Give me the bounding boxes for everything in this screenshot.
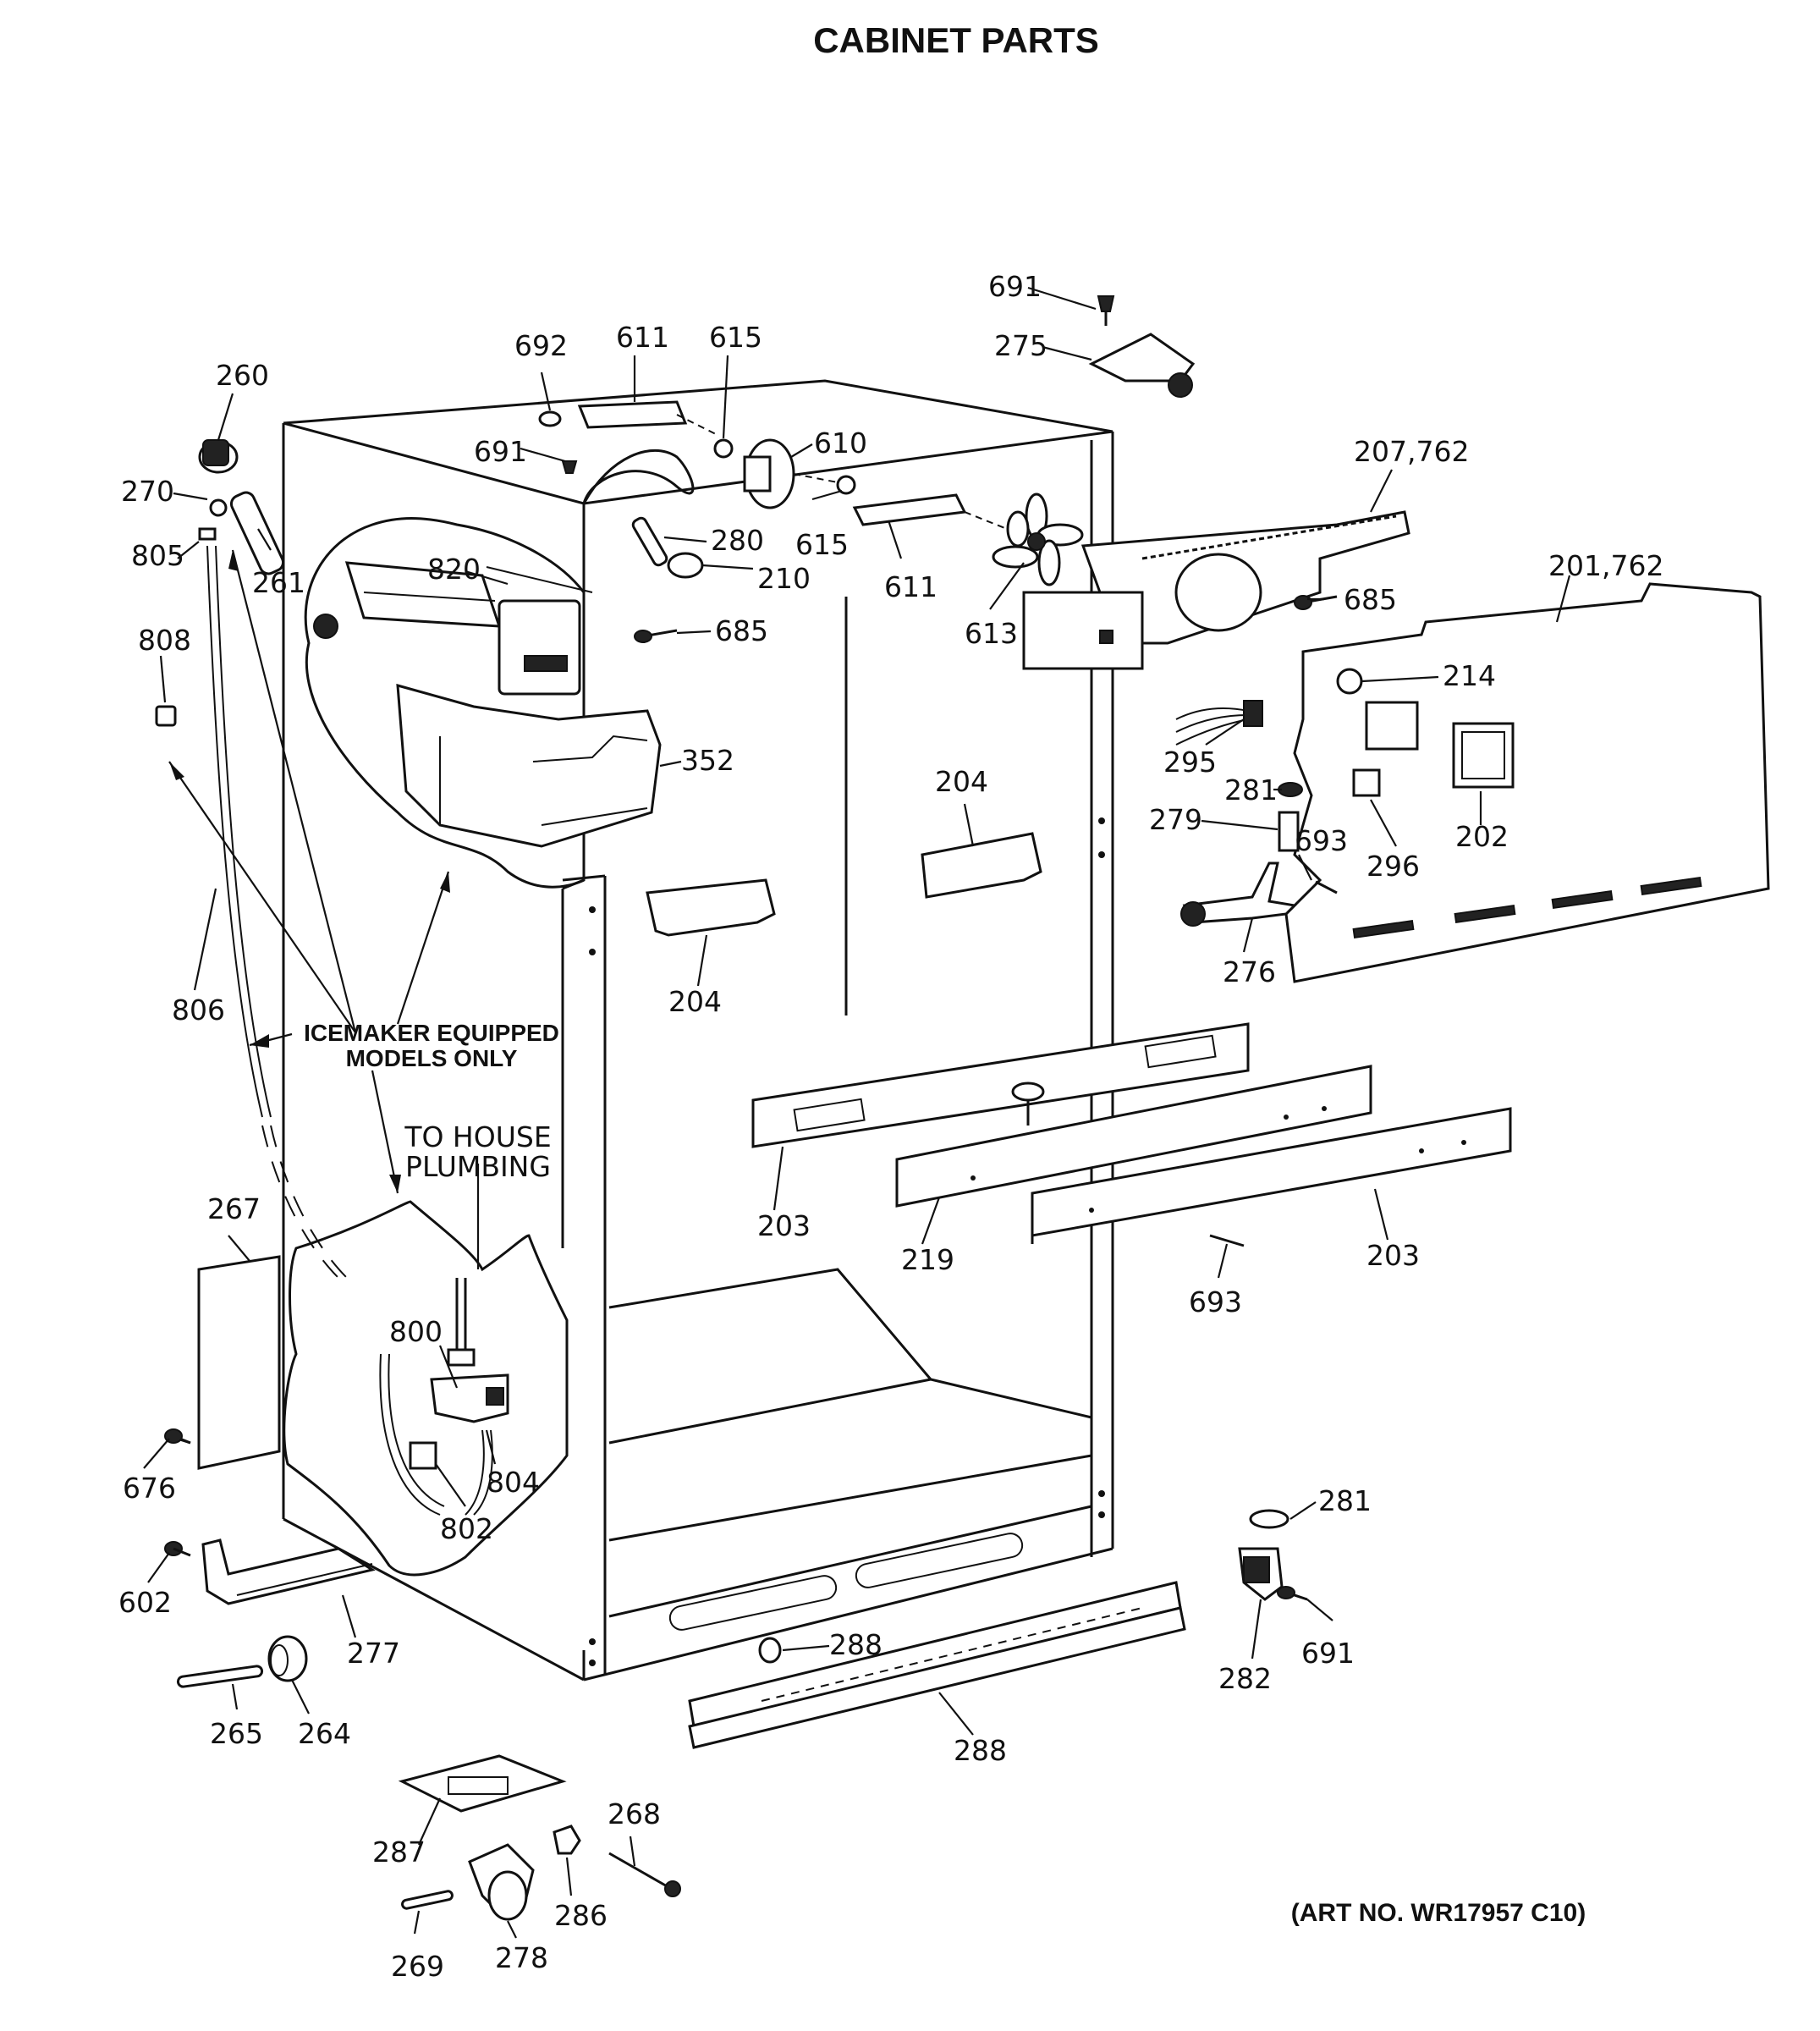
part-label-287: 287 <box>372 1836 426 1869</box>
part-label-204: 204 <box>668 985 722 1018</box>
icemaker-820 <box>313 561 593 696</box>
art-number: (ART NO. WR17957 C10) <box>1291 1899 1586 1927</box>
part-label-281: 281 <box>1224 773 1278 806</box>
wire-harness-295 <box>1175 700 1338 927</box>
part-label-800: 800 <box>389 1315 443 1348</box>
part-labels: 691 275 692 611 615 260 610 691 207,762 … <box>118 270 1663 1983</box>
bracket-204-right <box>921 832 1042 899</box>
part-label-804: 804 <box>487 1466 540 1499</box>
part-label-615: 615 <box>709 321 762 354</box>
part-label-270: 270 <box>121 475 174 508</box>
part-label-693: 693 <box>1189 1285 1242 1318</box>
bracket-204-left <box>646 878 776 937</box>
part-label-615: 615 <box>795 528 849 561</box>
panel-267 <box>197 1255 281 1470</box>
part-label-203: 203 <box>1366 1239 1420 1272</box>
icemaker-callout-line1: ICEMAKER EQUIPPED <box>304 1020 559 1046</box>
plumbing-label-line1: TO HOUSE <box>404 1120 551 1153</box>
part-label-691: 691 <box>474 435 527 468</box>
fan-housing-207 <box>1022 510 1410 670</box>
water-line-806 <box>206 545 348 1279</box>
ice-bucket-352 <box>396 683 662 848</box>
part-label-201-762: 201,762 <box>1548 549 1663 582</box>
part-label-282: 282 <box>1218 1662 1272 1695</box>
part-label-267: 267 <box>207 1192 261 1225</box>
plumbing-label-line2: PLUMBING <box>405 1150 551 1183</box>
part-label-207-762: 207,762 <box>1354 435 1469 468</box>
icemaker-callout-line2: MODELS ONLY <box>346 1045 518 1071</box>
trim-203-lower <box>1031 1107 1512 1244</box>
trim-219 <box>895 1065 1372 1208</box>
part-label-277: 277 <box>347 1637 400 1670</box>
part-label-269: 269 <box>391 1950 444 1983</box>
part-label-352: 352 <box>681 744 734 777</box>
callout-arrowheads <box>169 550 450 1193</box>
diagram-title: CABINET PARTS <box>813 20 1099 60</box>
cutaway-top <box>582 449 695 504</box>
icemaker-callout-arrows <box>168 549 450 1194</box>
part-label-286: 286 <box>554 1899 608 1932</box>
hinge-282-parts <box>1238 1509 1308 1601</box>
part-label-806: 806 <box>172 993 225 1027</box>
part-label-611: 611 <box>616 321 669 354</box>
rear-panel-201 <box>1284 582 1770 983</box>
part-label-691: 691 <box>988 270 1042 303</box>
bottom-left-parts <box>164 1428 681 1921</box>
part-label-693: 693 <box>1295 824 1348 857</box>
water-valve-cutaway <box>283 1200 569 1577</box>
part-label-611: 611 <box>884 570 937 603</box>
part-label-288: 288 <box>954 1734 1007 1767</box>
part-label-805: 805 <box>131 539 184 572</box>
cabinet-body <box>282 379 1114 1681</box>
part-label-265: 265 <box>210 1717 263 1750</box>
part-label-820: 820 <box>427 553 481 586</box>
part-label-214: 214 <box>1443 659 1496 692</box>
toe-grille-288 <box>688 1581 1186 1749</box>
part-label-280: 280 <box>711 524 764 557</box>
part-label-219: 219 <box>901 1243 954 1276</box>
screw-693 <box>1209 1234 1245 1247</box>
part-label-691: 691 <box>1301 1637 1355 1670</box>
part-label-204: 204 <box>935 765 988 798</box>
part-label-210: 210 <box>757 562 811 595</box>
part-label-610: 610 <box>814 427 867 460</box>
leader-lines <box>143 286 1571 1939</box>
part-label-202: 202 <box>1455 820 1509 853</box>
part-label-276: 276 <box>1223 955 1276 988</box>
part-label-260: 260 <box>216 359 269 392</box>
icemaker-cutaway <box>304 517 586 889</box>
part-label-296: 296 <box>1366 850 1420 883</box>
part-label-692: 692 <box>514 329 568 362</box>
part-label-268: 268 <box>608 1797 661 1830</box>
part-label-602: 602 <box>118 1586 172 1619</box>
part-label-264: 264 <box>298 1717 351 1750</box>
fitting-260 <box>155 439 285 727</box>
part-label-676: 676 <box>123 1472 176 1505</box>
part-label-685: 685 <box>1344 583 1397 616</box>
part-label-613: 613 <box>965 617 1018 650</box>
part-label-275: 275 <box>994 329 1047 362</box>
trim-203-upper <box>751 1022 1250 1148</box>
part-label-278: 278 <box>495 1941 548 1974</box>
part-label-295: 295 <box>1163 746 1217 779</box>
part-label-802: 802 <box>440 1512 493 1545</box>
part-label-288: 288 <box>829 1628 883 1661</box>
top-hinge-parts <box>538 295 1196 643</box>
part-label-281: 281 <box>1318 1484 1372 1517</box>
part-label-808: 808 <box>138 624 191 657</box>
part-label-203: 203 <box>757 1209 811 1242</box>
part-label-685: 685 <box>715 614 768 647</box>
part-label-279: 279 <box>1149 803 1202 836</box>
part-label-261: 261 <box>252 566 305 599</box>
